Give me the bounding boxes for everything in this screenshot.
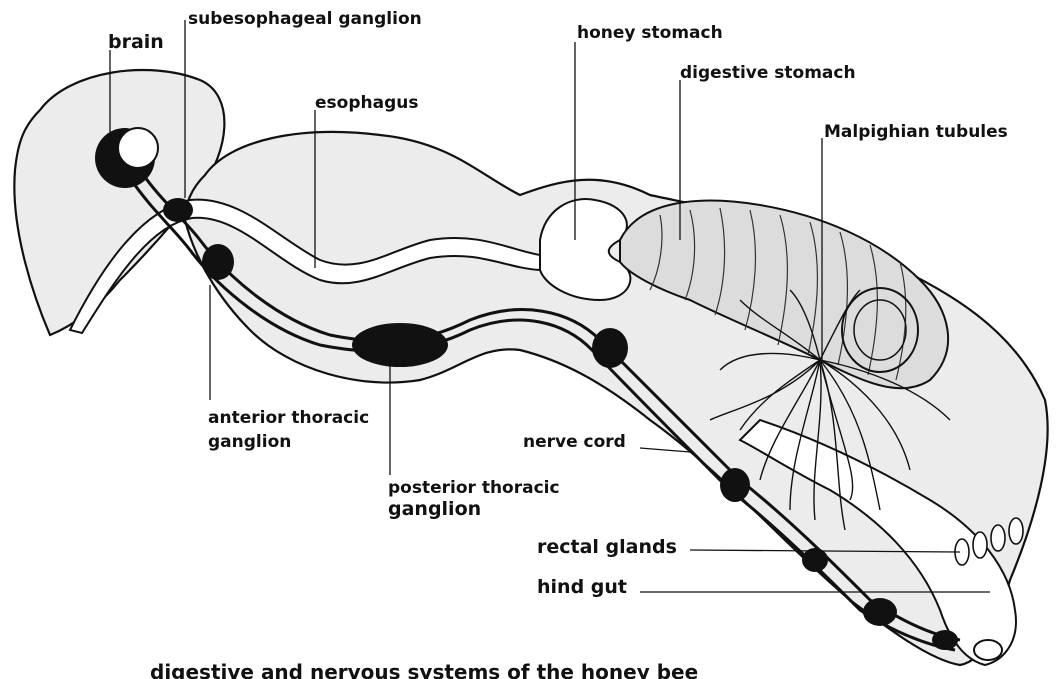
label-esophagus: esophagus [315,93,418,113]
label-anterior-thoracic-2: ganglion [208,432,291,452]
label-brain: brain [108,31,164,53]
label-posterior-thoracic-1: posterior thoracic [388,478,560,498]
hind-gut-opening [974,640,1002,660]
label-anterior-thoracic-1: anterior thoracic [208,408,369,428]
label-digestive-stomach: digestive stomach [680,63,856,83]
label-nerve-cord: nerve cord [523,432,626,452]
abdominal-ganglion-5 [932,630,958,650]
label-hind-gut: hind gut [537,576,627,598]
subesophageal-ganglion [163,198,193,222]
abdominal-ganglion-4 [863,598,897,626]
label-honey-stomach: honey stomach [577,23,723,43]
posterior-thoracic-ganglion [352,323,448,367]
label-malpighian-tubules: Malpighian tubules [824,122,1008,142]
anterior-thoracic-ganglion [202,244,234,280]
label-subesophageal-ganglion: subesophageal ganglion [188,9,422,29]
abdominal-ganglion-2 [720,468,750,502]
label-rectal-glands: rectal glands [537,536,677,558]
diagram-caption: digestive and nervous systems of the hon… [150,660,698,679]
label-posterior-thoracic-2: ganglion [388,498,481,520]
abdominal-ganglion-1 [592,328,628,368]
